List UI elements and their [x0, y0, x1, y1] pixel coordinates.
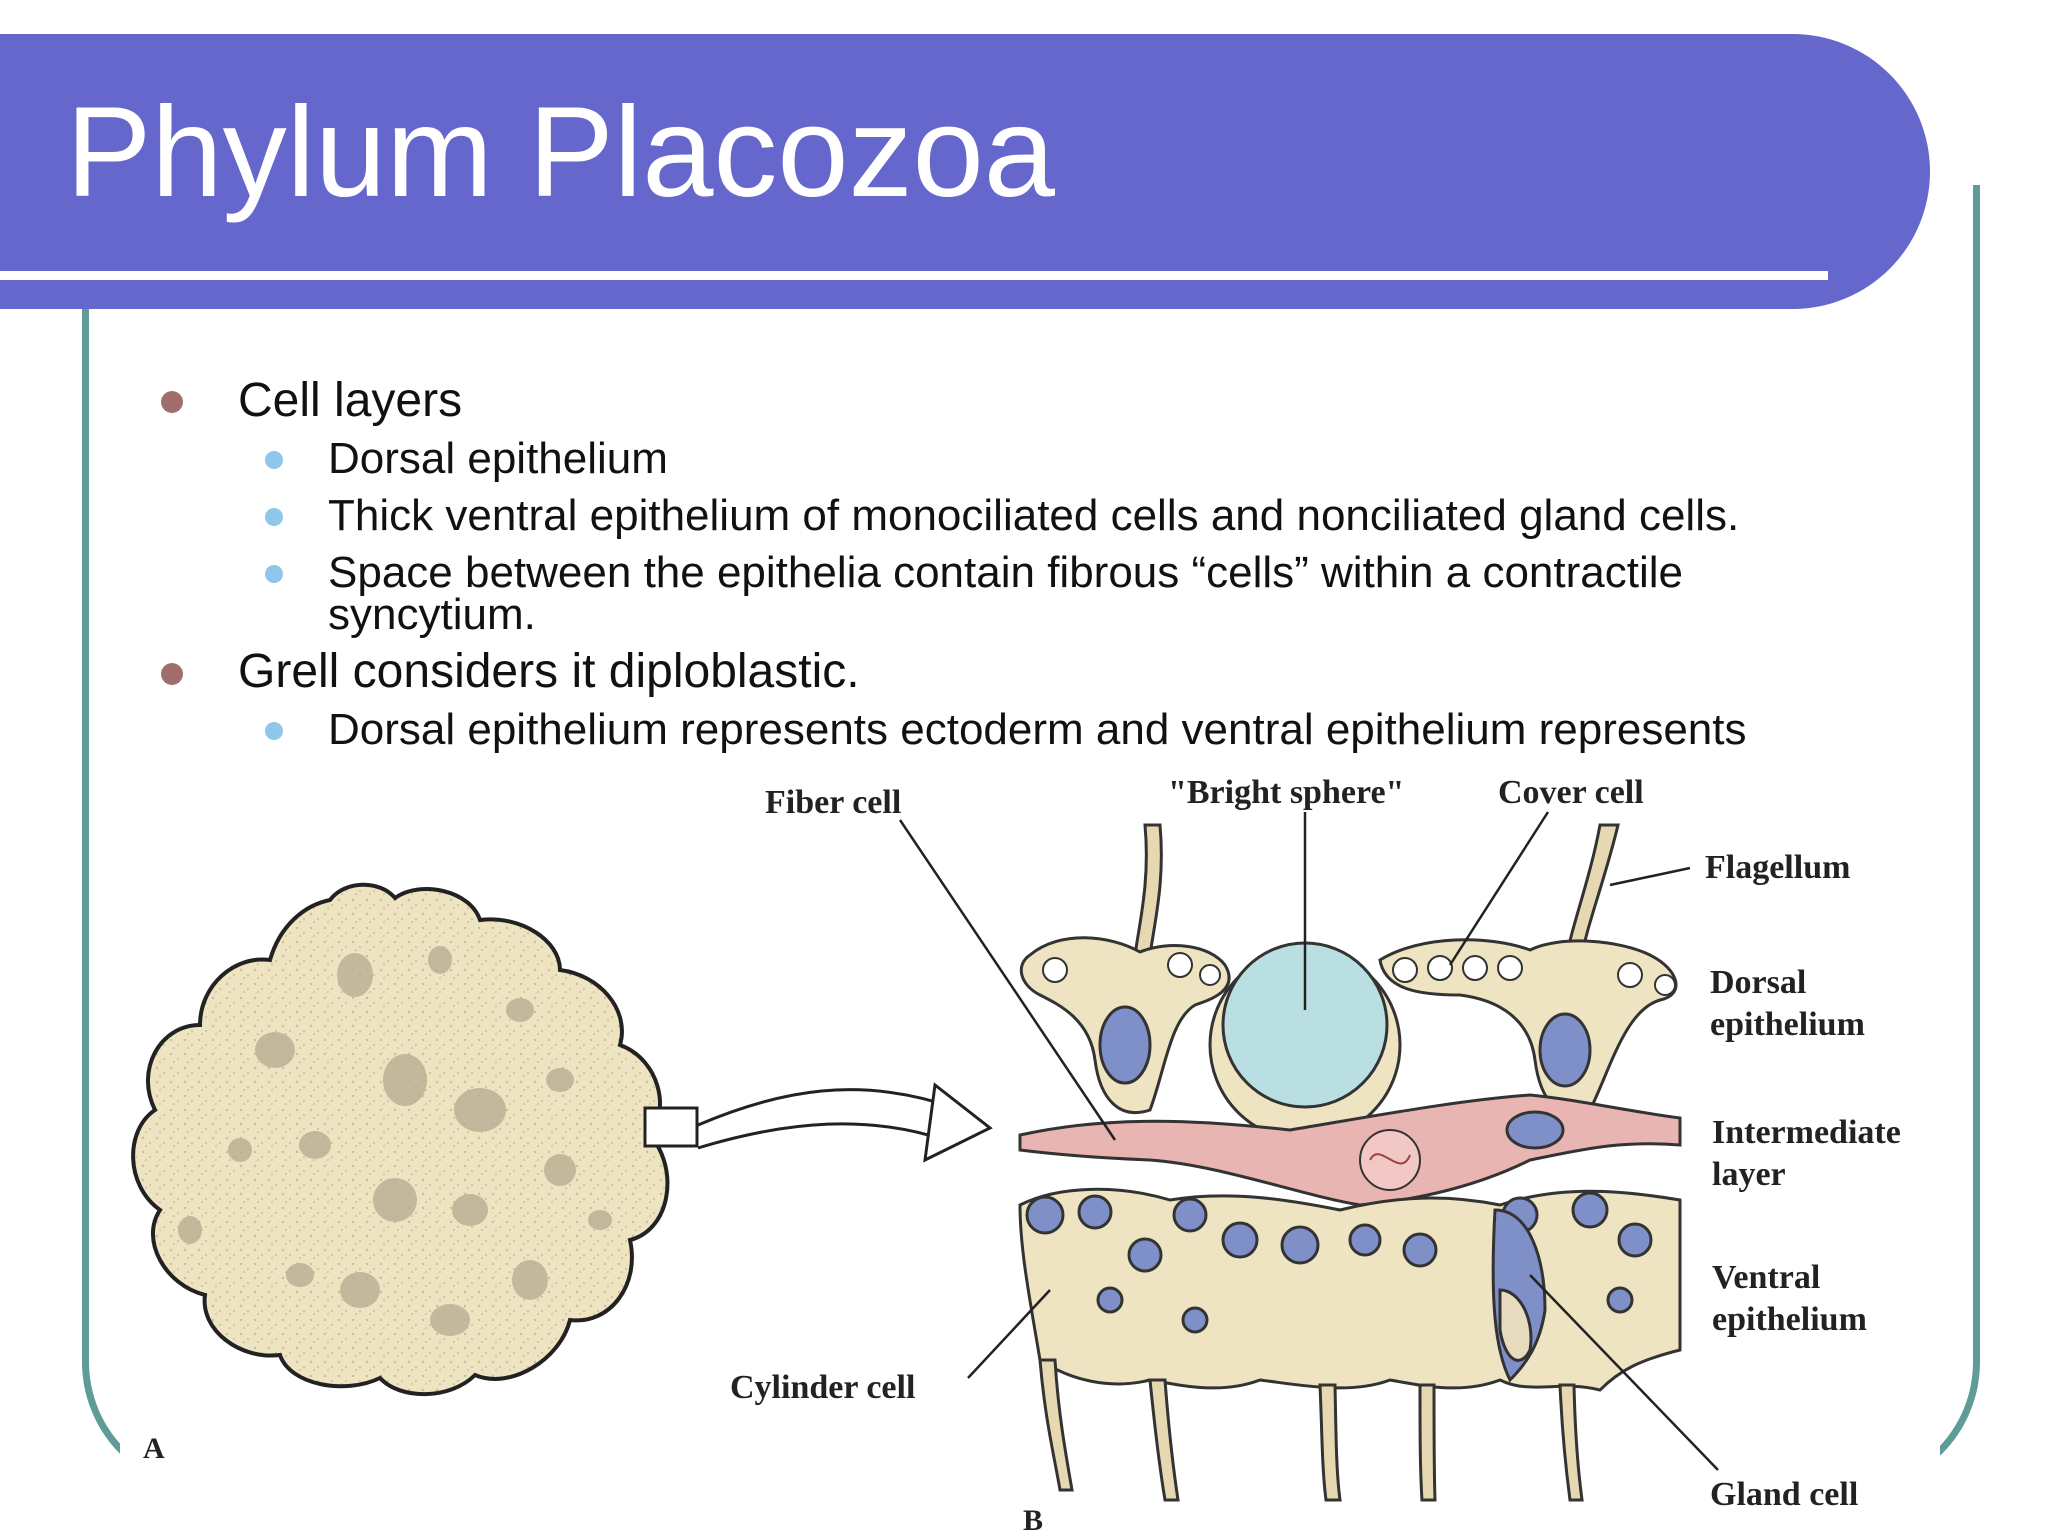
title-underline — [0, 271, 1828, 280]
figure-background — [120, 770, 1940, 1536]
sub-bullet-dot-icon — [265, 565, 283, 583]
bullet-dot-icon — [161, 391, 183, 413]
sub-bullet-ventral-epithelium: Thick ventral epithelium of monociliated… — [328, 491, 1740, 540]
bullet-cell-layers: Cell layers — [238, 374, 463, 427]
sub-bullet-dorsal-represents: Dorsal epithelium represents ectoderm an… — [328, 705, 1747, 754]
slide-title: Phylum Placozoa — [66, 81, 1055, 224]
sub-bullet-space-between: Space between the epithelia contain fibr… — [328, 548, 1683, 597]
sub-bullet-dot-icon — [265, 508, 283, 526]
sub-bullet-dot-icon — [265, 722, 283, 740]
bullet-grell: Grell considers it diploblastic. — [238, 645, 860, 698]
sub-bullet-dorsal-epithelium: Dorsal epithelium — [328, 434, 668, 483]
title-bar — [0, 34, 1930, 309]
bullet-dot-icon — [161, 663, 183, 685]
sub-bullet-space-between-continued: syncytium. — [328, 590, 536, 639]
sub-bullet-dot-icon — [265, 451, 283, 469]
